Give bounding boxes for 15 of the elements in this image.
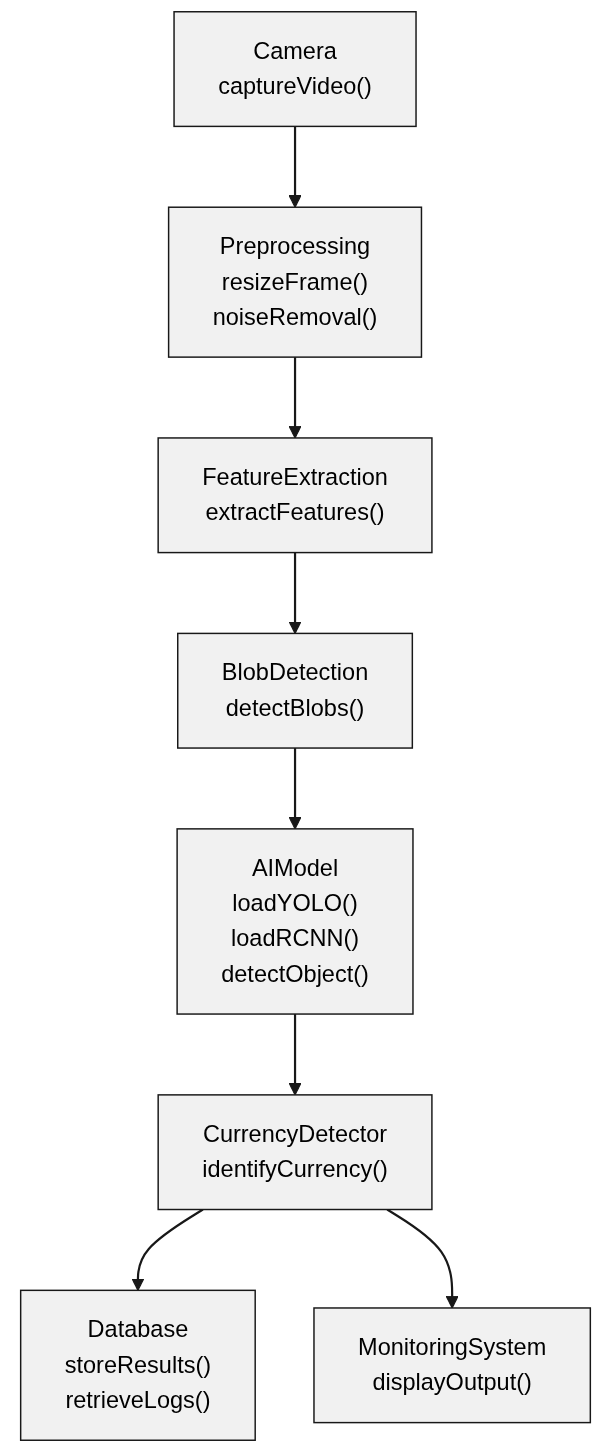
arrow [386, 1208, 459, 1309]
node-box: Camera captureVideo() [173, 11, 417, 128]
node-box: Database storeResults() retrieveLogs() [19, 1289, 256, 1441]
node-box: MonitoringSystem displayOutput() [313, 1307, 592, 1424]
node-box: AIModel loadYOLO() loadRCNN() detectObject() [176, 828, 414, 1015]
arrow [288, 748, 302, 830]
arrow [288, 1014, 302, 1096]
node-box: BlobDetection detectBlobs() [177, 632, 414, 749]
node-box: Preprocessing resizeFrame() noiseRemoval() [167, 206, 423, 358]
arrow [131, 1208, 204, 1291]
node-box: FeatureExtraction extractFeatures() [157, 437, 433, 554]
arrow [288, 552, 302, 634]
arrow [288, 126, 302, 208]
node-box: CurrencyDetector identifyCurrency() [157, 1094, 433, 1211]
arrow [288, 357, 302, 439]
